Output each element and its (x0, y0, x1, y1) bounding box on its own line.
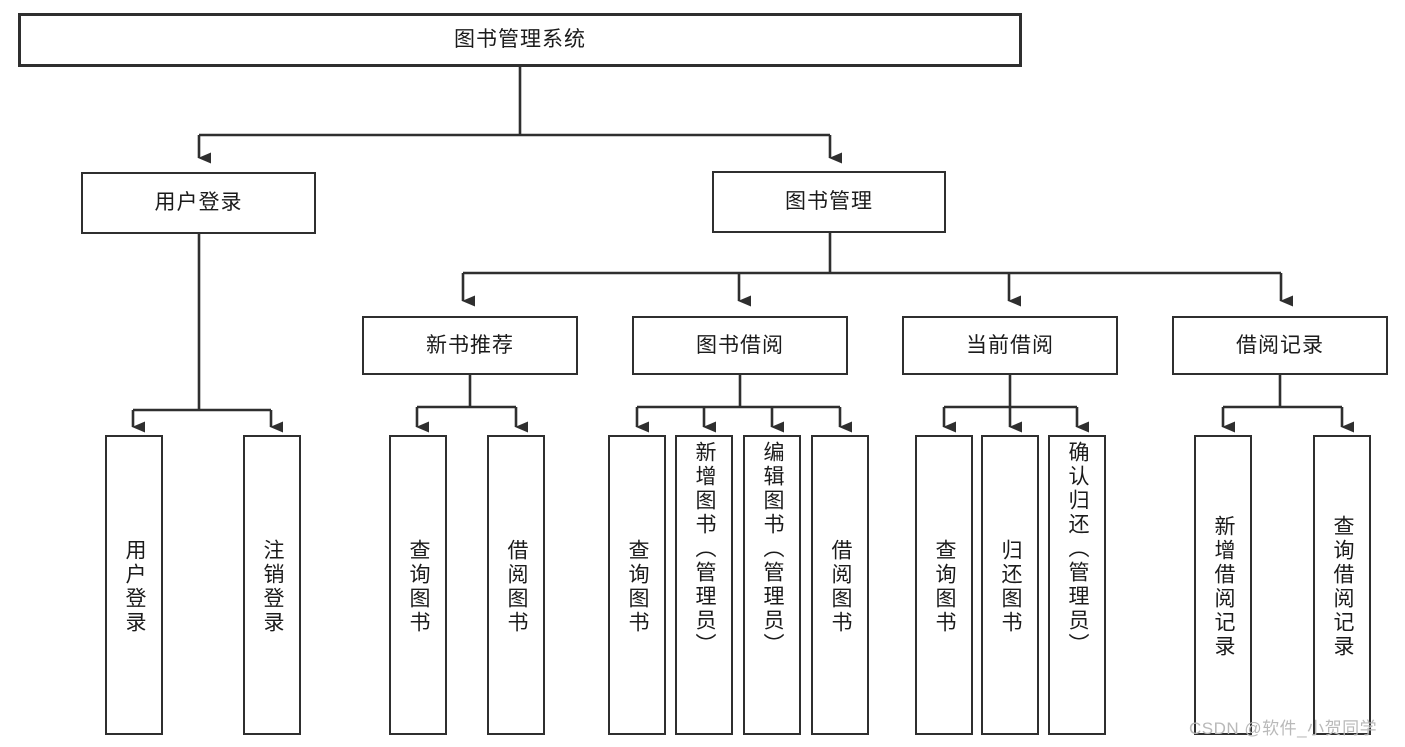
leaf-edit-book-admin[interactable]: 编辑图书（管理员） (743, 435, 801, 735)
leaf-user-logout[interactable]: 注销登录 (243, 435, 301, 735)
node-label: 用户登录 (154, 191, 243, 215)
node-label: 新书推荐 (426, 333, 514, 357)
leaf-label: 注销登录 (261, 539, 285, 635)
node-current-borrow[interactable]: 当前借阅 (902, 316, 1118, 375)
csdn-watermark: CSDN @软件_小贺同学 (1189, 719, 1378, 738)
node-user-login[interactable]: 用户登录 (81, 172, 316, 234)
leaf-query-book-borrow[interactable]: 查询图书 (608, 435, 666, 735)
node-label: 图书管理 (785, 190, 873, 214)
node-new-book-recommend[interactable]: 新书推荐 (362, 316, 578, 375)
node-label: 当前借阅 (966, 333, 1054, 357)
node-book-borrow[interactable]: 图书借阅 (632, 316, 848, 375)
node-label: 借阅记录 (1236, 333, 1324, 357)
leaf-label: 归还图书 (999, 539, 1023, 635)
leaf-label: 查询借阅记录 (1331, 515, 1355, 659)
leaf-query-borrow-record[interactable]: 查询借阅记录 (1313, 435, 1371, 735)
node-root-book-management-system[interactable]: 图书管理系统 (18, 13, 1022, 67)
leaf-label: 新增借阅记录 (1212, 515, 1236, 659)
leaf-label: 查询图书 (626, 539, 650, 635)
node-label: 图书管理系统 (454, 28, 586, 52)
leaf-user-login[interactable]: 用户登录 (105, 435, 163, 735)
leaf-label: 用户登录 (123, 539, 147, 635)
leaf-label: 编辑图书（管理员） (761, 441, 785, 657)
leaf-add-borrow-record[interactable]: 新增借阅记录 (1194, 435, 1252, 735)
node-borrow-record[interactable]: 借阅记录 (1172, 316, 1388, 375)
leaf-return-book[interactable]: 归还图书 (981, 435, 1039, 735)
leaf-label: 查询图书 (407, 539, 431, 635)
leaf-label: 确认归还（管理员） (1066, 441, 1090, 657)
leaf-label: 借阅图书 (505, 539, 529, 635)
leaf-label: 新增图书（管理员） (693, 441, 717, 657)
node-book-management[interactable]: 图书管理 (712, 171, 946, 233)
node-label: 图书借阅 (696, 333, 784, 357)
leaf-confirm-return-admin[interactable]: 确认归还（管理员） (1048, 435, 1106, 735)
leaf-query-book-recommend[interactable]: 查询图书 (389, 435, 447, 735)
leaf-label: 借阅图书 (829, 539, 853, 635)
leaf-label: 查询图书 (933, 539, 957, 635)
leaf-borrow-book[interactable]: 借阅图书 (811, 435, 869, 735)
leaf-add-book-admin[interactable]: 新增图书（管理员） (675, 435, 733, 735)
leaf-borrow-book-recommend[interactable]: 借阅图书 (487, 435, 545, 735)
leaf-query-book-current[interactable]: 查询图书 (915, 435, 973, 735)
